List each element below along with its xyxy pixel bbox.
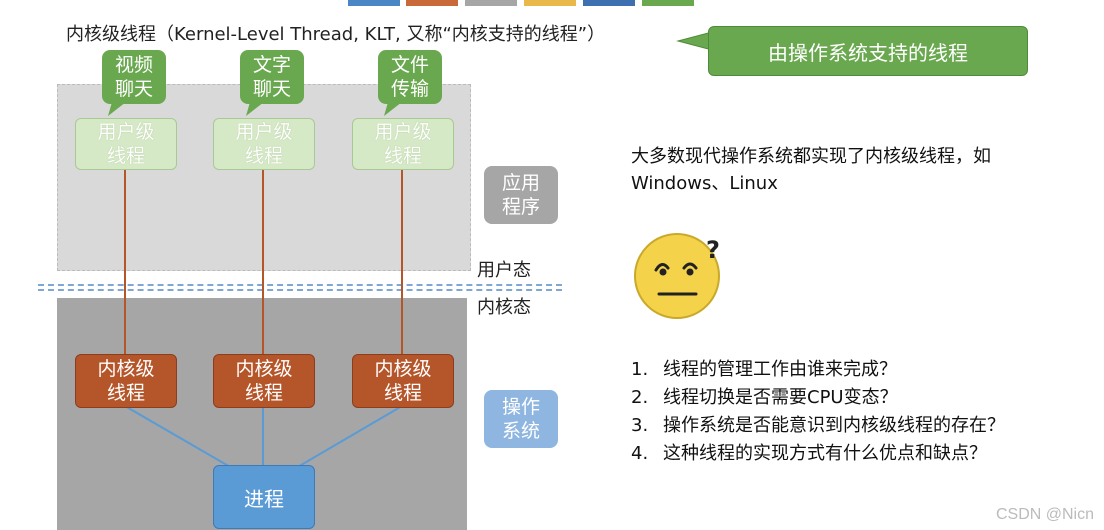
watermark: CSDN @Nicn — [995, 506, 1094, 523]
user-level-thread-3: 用户级 线程 — [352, 118, 454, 170]
kernel-level-thread-3: 内核级 线程 — [352, 354, 454, 408]
question-text: 这种线程的实现方式有什么优点和缺点？ — [663, 443, 987, 464]
mode-boundary-line — [38, 284, 562, 291]
question-list: 1. 线程的管理工作由谁来完成？ 2. 线程切换是否需要CPU变态？ 3. 操作… — [631, 356, 1005, 468]
os-supported-callout: 由操作系统支持的线程 — [708, 26, 1028, 76]
description-text: 大多数现代操作系统都实现了内核级线程，如Windows、Linux — [631, 146, 991, 194]
question-item-4: 4. 这种线程的实现方式有什么优点和缺点？ — [631, 440, 1005, 468]
question-item-1: 1. 线程的管理工作由谁来完成？ — [631, 356, 1005, 384]
top-color-strip-4 — [524, 0, 576, 6]
top-color-strip-2 — [406, 0, 458, 6]
question-text: 线程的管理工作由谁来完成？ — [663, 359, 897, 380]
svg-text:?: ? — [706, 236, 720, 264]
app-file-transfer: 文件 传输 — [378, 50, 442, 104]
app-video-chat: 视频 聊天 — [102, 50, 166, 104]
application-tag: 应用 程序 — [484, 166, 558, 224]
link-klt1-process — [124, 405, 233, 469]
app-text-chat: 文字 聊天 — [240, 50, 304, 104]
os-tag: 操作 系统 — [484, 390, 558, 448]
question-text: 操作系统是否能意识到内核级线程的存在？ — [663, 415, 1005, 436]
top-color-strip-1 — [348, 0, 400, 6]
user-level-thread-1: 用户级 线程 — [75, 118, 177, 170]
top-color-strip-5 — [583, 0, 635, 6]
top-color-strip-6 — [642, 0, 694, 6]
question-number: 1. — [631, 359, 649, 380]
slide-title: 内核级线程（Kernel-Level Thread, KLT, 又称“内核支持的… — [66, 24, 606, 45]
question-item-3: 3. 操作系统是否能意识到内核级线程的存在？ — [631, 412, 1005, 440]
app-bubble-tails — [108, 102, 402, 116]
question-text: 线程切换是否需要CPU变态？ — [663, 387, 898, 408]
thinking-face-icon: ? — [634, 233, 720, 319]
kernel-level-thread-2: 内核级 线程 — [213, 354, 315, 408]
question-number: 3. — [631, 415, 649, 436]
process-box: 进程 — [213, 465, 315, 529]
user-level-thread-2: 用户级 线程 — [213, 118, 315, 170]
user-mode-label: 用户态 — [477, 260, 531, 281]
question-number: 2. — [631, 387, 649, 408]
question-number: 4. — [631, 443, 649, 464]
link-klt3-process — [295, 405, 403, 469]
top-color-strip-3 — [465, 0, 517, 6]
kernel-level-thread-1: 内核级 线程 — [75, 354, 177, 408]
question-item-2: 2. 线程切换是否需要CPU变态？ — [631, 384, 1005, 412]
kernel-mode-label: 内核态 — [477, 297, 531, 318]
